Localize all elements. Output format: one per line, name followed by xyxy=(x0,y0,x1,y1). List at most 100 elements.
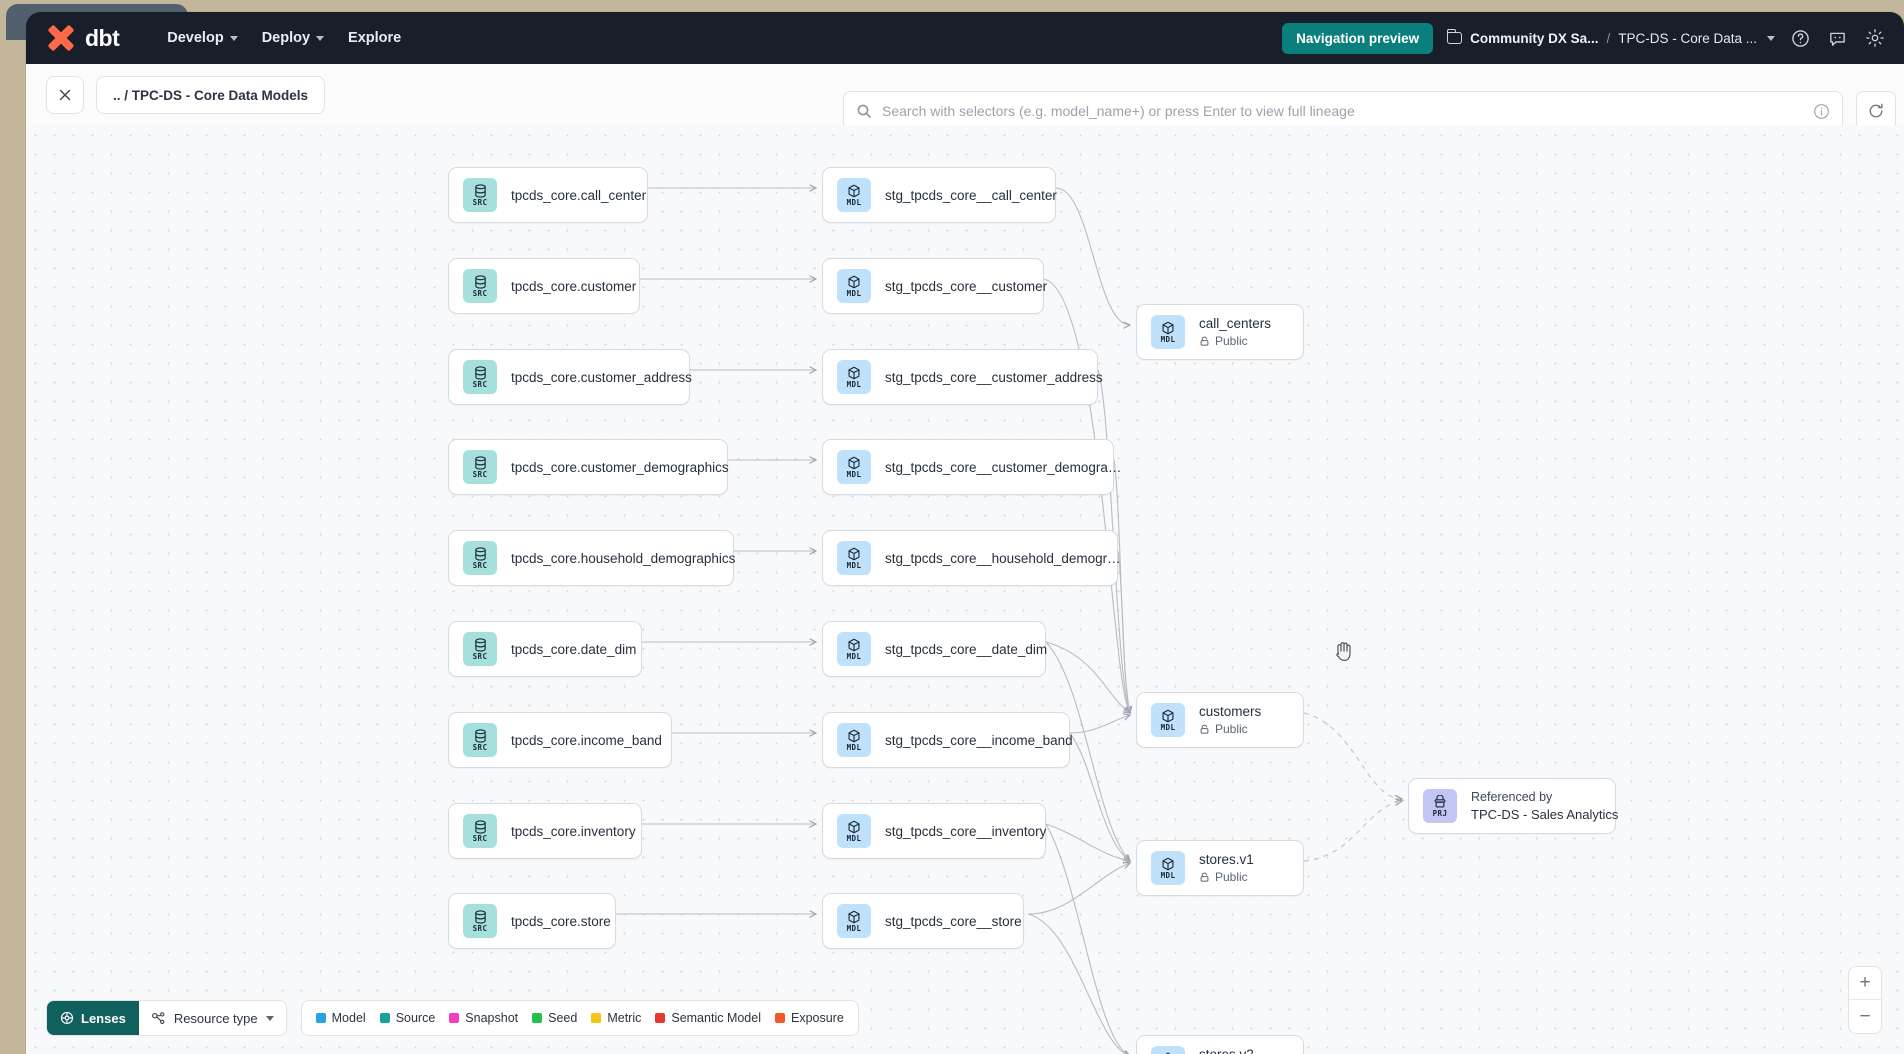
lock-icon xyxy=(1200,336,1209,346)
node-title: stg_tpcds_core__customer xyxy=(885,278,1048,294)
node-type-badge-mdl: MDL xyxy=(1151,1046,1185,1054)
node-title: customers xyxy=(1199,704,1262,719)
node-labels: stg_tpcds_core__inventory xyxy=(885,824,1046,839)
lineage-node-model[interactable]: MDL stg_tpcds_core__income_band xyxy=(822,712,1073,768)
node-type-badge-src: SRC xyxy=(463,360,497,394)
node-title: stg_tpcds_core__date_dim xyxy=(885,641,1048,657)
zoom-out-button[interactable]: − xyxy=(1859,1005,1871,1027)
node-type-badge-src: SRC xyxy=(463,269,497,303)
cube-icon xyxy=(847,909,861,924)
zoom-in-button[interactable]: + xyxy=(1849,967,1881,1000)
node-type-label: MDL xyxy=(846,652,862,662)
legend-swatch xyxy=(655,1013,666,1023)
node-type-badge-mdl: MDL xyxy=(1151,315,1185,349)
node-type-label: MDL xyxy=(846,470,862,480)
nav-item-explore[interactable]: Explore xyxy=(336,24,413,52)
node-type-label: MDL xyxy=(846,743,862,753)
database-icon xyxy=(474,365,487,380)
cube-icon xyxy=(847,819,861,834)
close-button[interactable] xyxy=(46,76,84,114)
legend-item-semantic-model[interactable]: Semantic Model xyxy=(655,1011,761,1025)
node-type-badge-mdl: MDL xyxy=(1151,703,1185,737)
lenses-icon xyxy=(60,1011,74,1025)
nav-item-deploy[interactable]: Deploy xyxy=(250,24,336,52)
resource-type-label: Resource type xyxy=(173,1010,258,1026)
gear-icon[interactable] xyxy=(1863,27,1886,50)
node-title: tpcds_core.customer_demographics xyxy=(511,459,729,475)
search-bar[interactable] xyxy=(843,91,1843,131)
lineage-node-model[interactable]: MDL stg_tpcds_core__customer_demogra… xyxy=(822,439,1121,495)
node-labels: stg_tpcds_core__customer_demogra… xyxy=(885,460,1121,475)
dbt-logo[interactable]: dbt xyxy=(46,24,120,52)
legend-label: Seed xyxy=(548,1011,578,1025)
legend-item-seed[interactable]: Seed xyxy=(532,1011,577,1025)
node-labels: stg_tpcds_core__household_demogr… xyxy=(885,551,1121,566)
lineage-node-model[interactable]: MDL stg_tpcds_core__call_center xyxy=(822,167,1057,223)
resource-type-button[interactable]: Resource type xyxy=(138,1001,286,1035)
lenses-button[interactable]: Lenses xyxy=(47,1001,139,1035)
brand-wordmark: dbt xyxy=(85,24,120,51)
node-title: tpcds_core.income_band xyxy=(511,732,662,748)
legend-item-source[interactable]: Source xyxy=(379,1011,435,1025)
breadcrumb-separator: / xyxy=(1606,30,1611,46)
node-title: tpcds_core.store xyxy=(511,913,611,929)
node-type-label: SRC xyxy=(472,380,488,390)
navigation-preview-button[interactable]: Navigation preview xyxy=(1282,22,1434,54)
node-type-badge-mdl: MDL xyxy=(837,178,871,212)
node-type-label: SRC xyxy=(472,652,488,662)
legend-item-model[interactable]: Model xyxy=(315,1011,366,1025)
cube-icon xyxy=(1161,856,1175,871)
legend-item-exposure[interactable]: Exposure xyxy=(774,1011,844,1025)
node-title: stg_tpcds_core__call_center xyxy=(885,187,1057,203)
node-labels: stg_tpcds_core__customer_address xyxy=(885,370,1103,385)
lineage-breadcrumb-button[interactable]: .. / TPC-DS - Core Data Models xyxy=(96,76,326,114)
node-type-label: MDL xyxy=(1160,871,1176,881)
cube-icon xyxy=(1161,708,1175,723)
chevron-down-icon xyxy=(265,1015,274,1021)
database-icon xyxy=(474,274,487,289)
node-labels: tpcds_core.household_demographics xyxy=(511,551,735,566)
node-type-label: SRC xyxy=(472,561,488,571)
node-title: stg_tpcds_core__store xyxy=(885,913,1022,929)
chevron-down-icon[interactable] xyxy=(1767,35,1775,41)
lineage-node-model[interactable]: MDL stg_tpcds_core__date_dim xyxy=(822,621,1048,677)
help-icon[interactable] xyxy=(1789,27,1812,50)
node-type-label: SRC xyxy=(472,743,488,753)
node-labels: stg_tpcds_core__income_band xyxy=(885,733,1073,748)
info-icon[interactable] xyxy=(1813,103,1830,120)
feedback-icon[interactable] xyxy=(1826,27,1849,50)
legend-item-metric[interactable]: Metric xyxy=(591,1011,641,1025)
node-title: call_centers xyxy=(1199,316,1272,331)
legend-item-snapshot[interactable]: Snapshot xyxy=(449,1011,518,1025)
database-icon xyxy=(474,455,487,470)
lineage-node-source[interactable]: SRC tpcds_core.household_demographics xyxy=(448,530,735,586)
chevron-down-icon xyxy=(316,35,325,41)
lineage-node-source[interactable]: SRC tpcds_core.income_band xyxy=(448,712,672,768)
breadcrumb-account[interactable]: Community DX Sa... xyxy=(1470,30,1599,46)
nav-item-develop[interactable]: Develop xyxy=(155,24,249,52)
refresh-button[interactable] xyxy=(1856,91,1896,131)
legend-label: Snapshot xyxy=(465,1011,519,1025)
breadcrumb-project[interactable]: TPC-DS - Core Data ... xyxy=(1618,30,1757,46)
search-input[interactable] xyxy=(882,103,1803,119)
